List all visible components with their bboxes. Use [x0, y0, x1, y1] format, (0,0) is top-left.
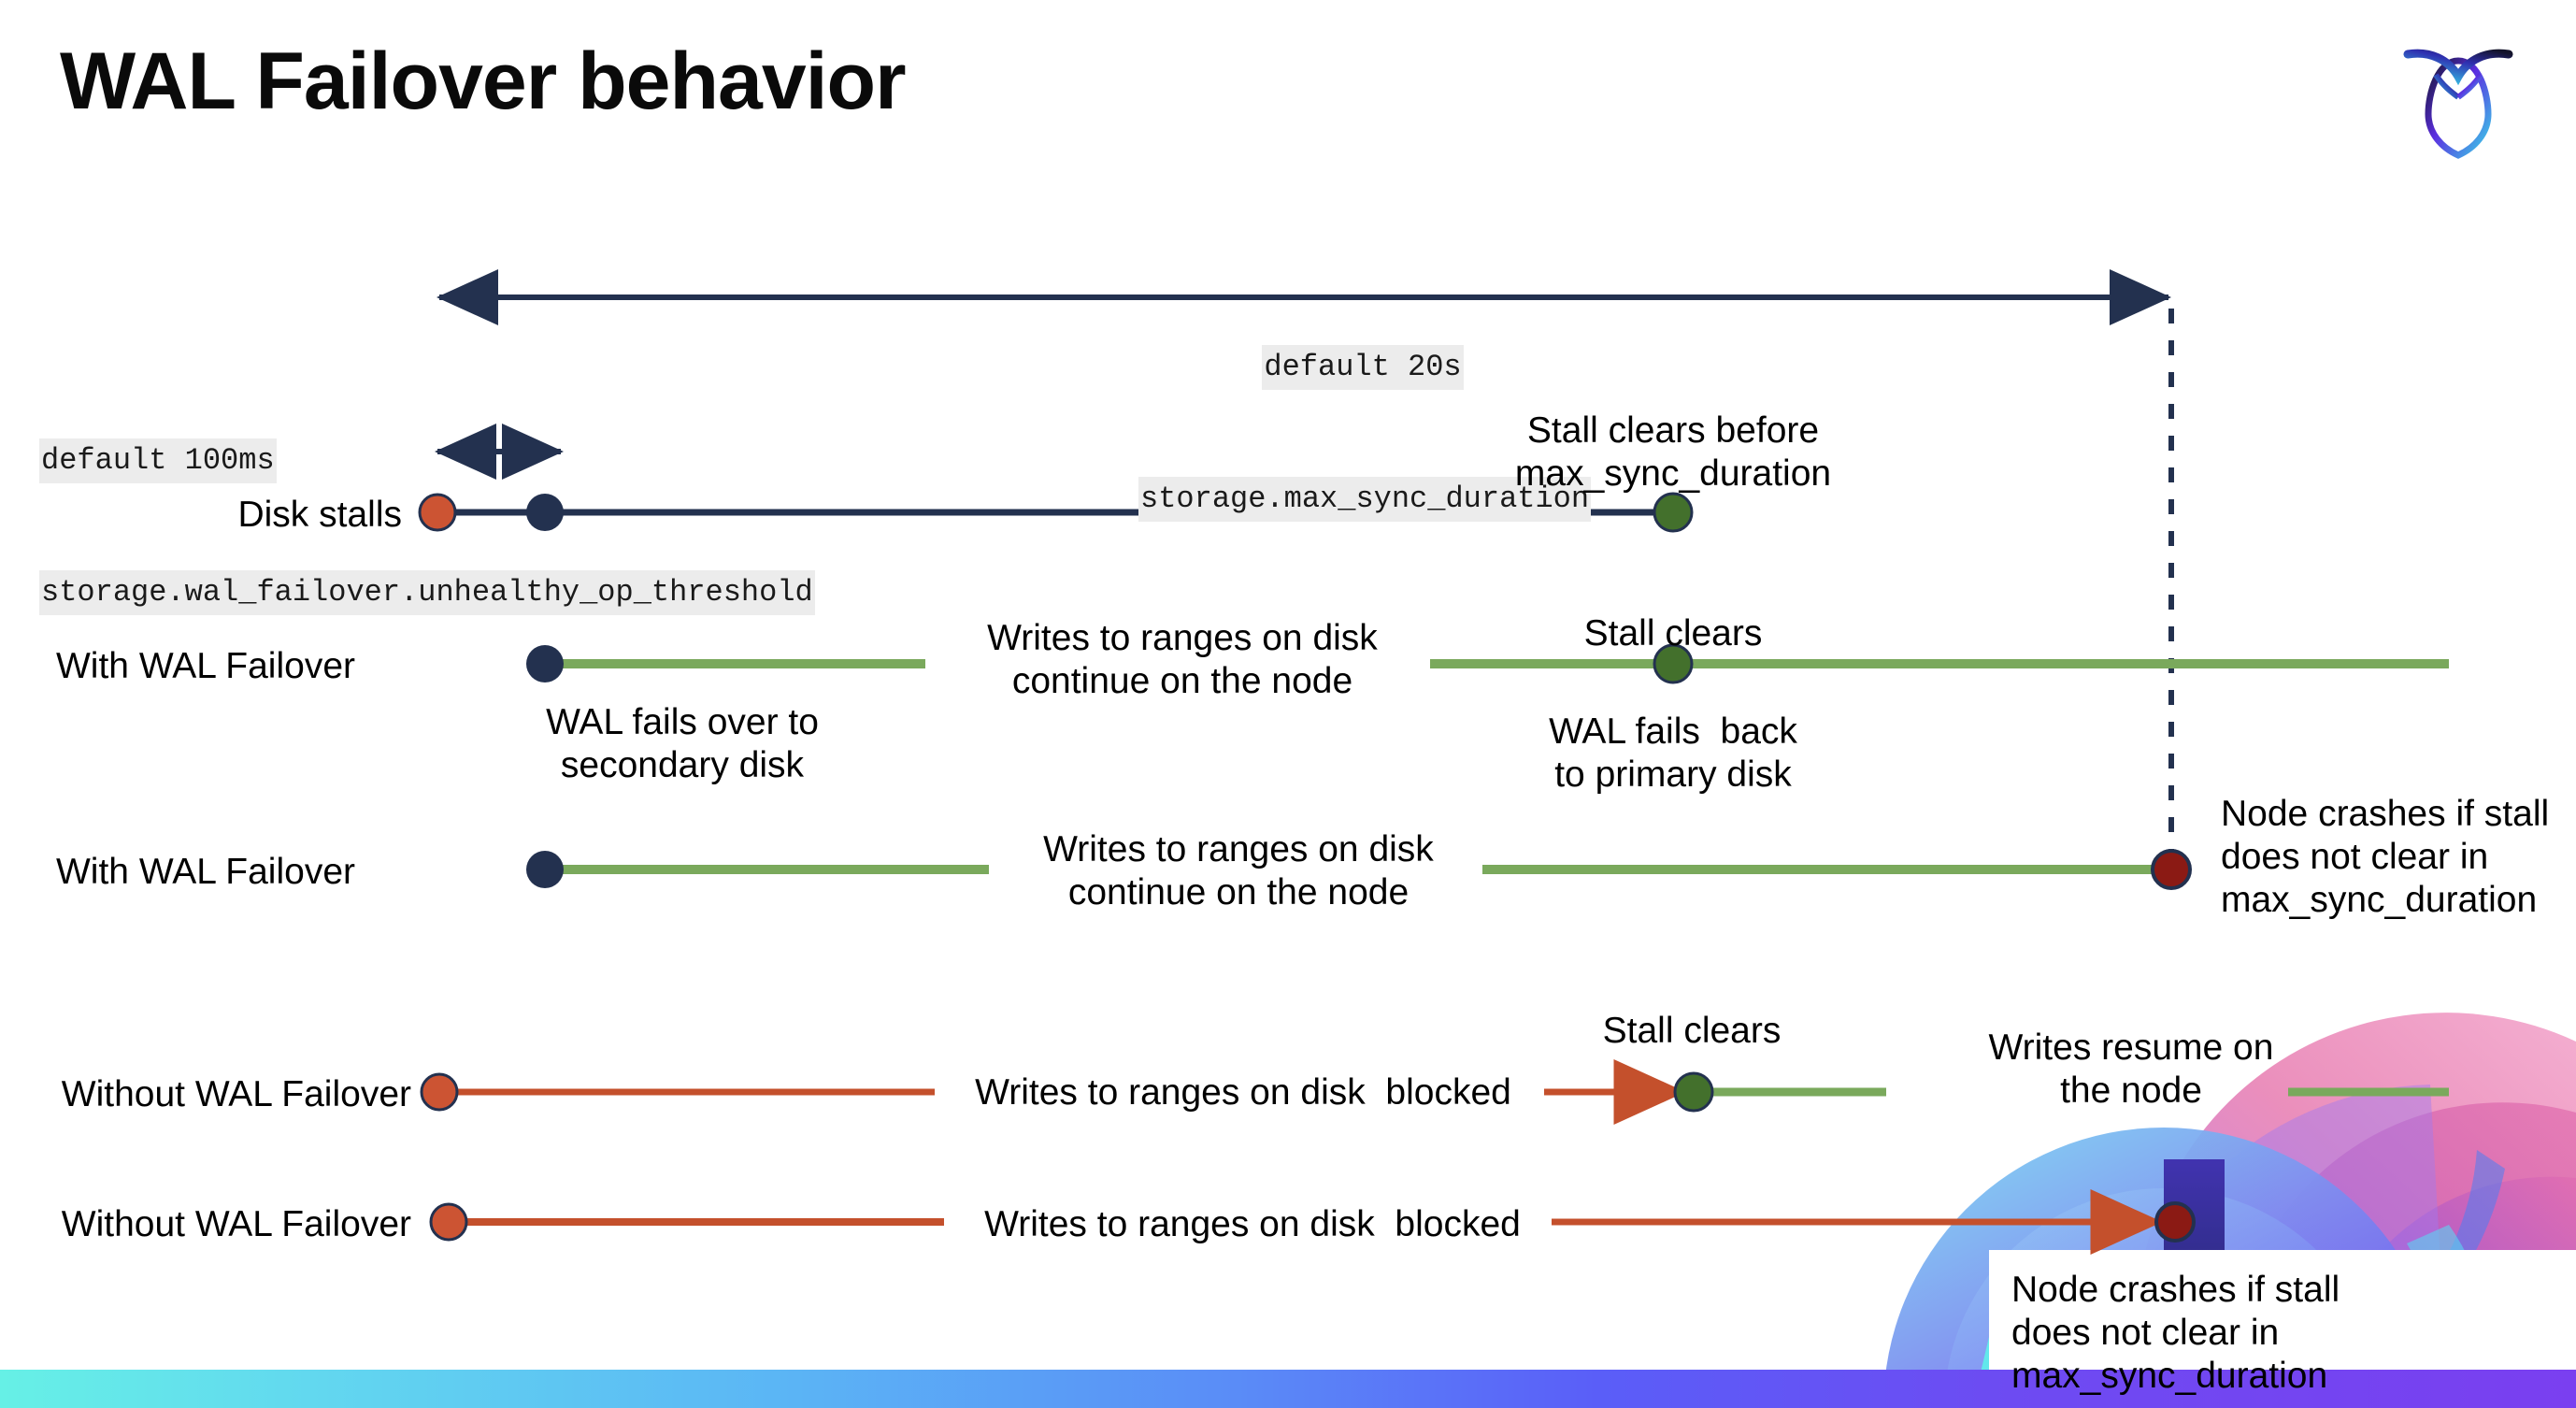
row-label-without-failover-1: Without WAL Failover — [61, 1074, 411, 1114]
note-writes-continue-2: Writes to ranges on disk continue on the… — [1043, 829, 1434, 913]
unhealthy-name: storage.wal_failover.unhealthy_op_thresh… — [39, 569, 815, 616]
max-sync-duration-setting: default 20s storage.max_sync_duration — [1138, 258, 1592, 609]
note-writes-resume: Writes resume on the node — [1988, 1027, 2274, 1112]
bottom-gradient-bar — [0, 1370, 2576, 1408]
note-writes-blocked-1: Writes to ranges on disk blocked — [975, 1072, 1511, 1113]
note-wal-fails-over: WAL fails over to secondary disk — [546, 702, 819, 786]
note-stall-clears-1: Stall clears — [1583, 613, 1763, 654]
row-label-with-failover-1: With WAL Failover — [56, 646, 355, 686]
note-node-crashes-1: Node crashes if stall does not clear in … — [2221, 794, 2550, 921]
max-sync-default: default 20s — [1262, 344, 1464, 391]
note-stall-clears-before-max-sync: Stall clears before max_sync_duration — [1514, 410, 1832, 495]
note-stall-clears-2: Stall clears — [1602, 1011, 1782, 1051]
note-wal-fails-back: WAL fails back to primary disk — [1549, 711, 1797, 796]
page-title: WAL Failover behavior — [60, 36, 907, 126]
cockroachdb-logo-icon — [2389, 28, 2527, 166]
row-label-disk-stalls: Disk stalls — [237, 495, 402, 535]
note-node-crashes-2: Node crashes if stall does not clear in … — [2011, 1270, 2340, 1397]
unhealthy-default: default 100ms — [39, 438, 277, 484]
note-writes-blocked-2: Writes to ranges on disk blocked — [984, 1204, 1521, 1244]
row-label-with-failover-2: With WAL Failover — [56, 852, 355, 892]
row-label-without-failover-2: Without WAL Failover — [61, 1204, 411, 1244]
max-sync-name: storage.max_sync_duration — [1138, 476, 1592, 523]
unhealthy-op-threshold-setting: default 100ms storage.wal_failover.unhea… — [39, 352, 834, 702]
note-writes-continue-1: Writes to ranges on disk continue on the… — [987, 618, 1378, 702]
